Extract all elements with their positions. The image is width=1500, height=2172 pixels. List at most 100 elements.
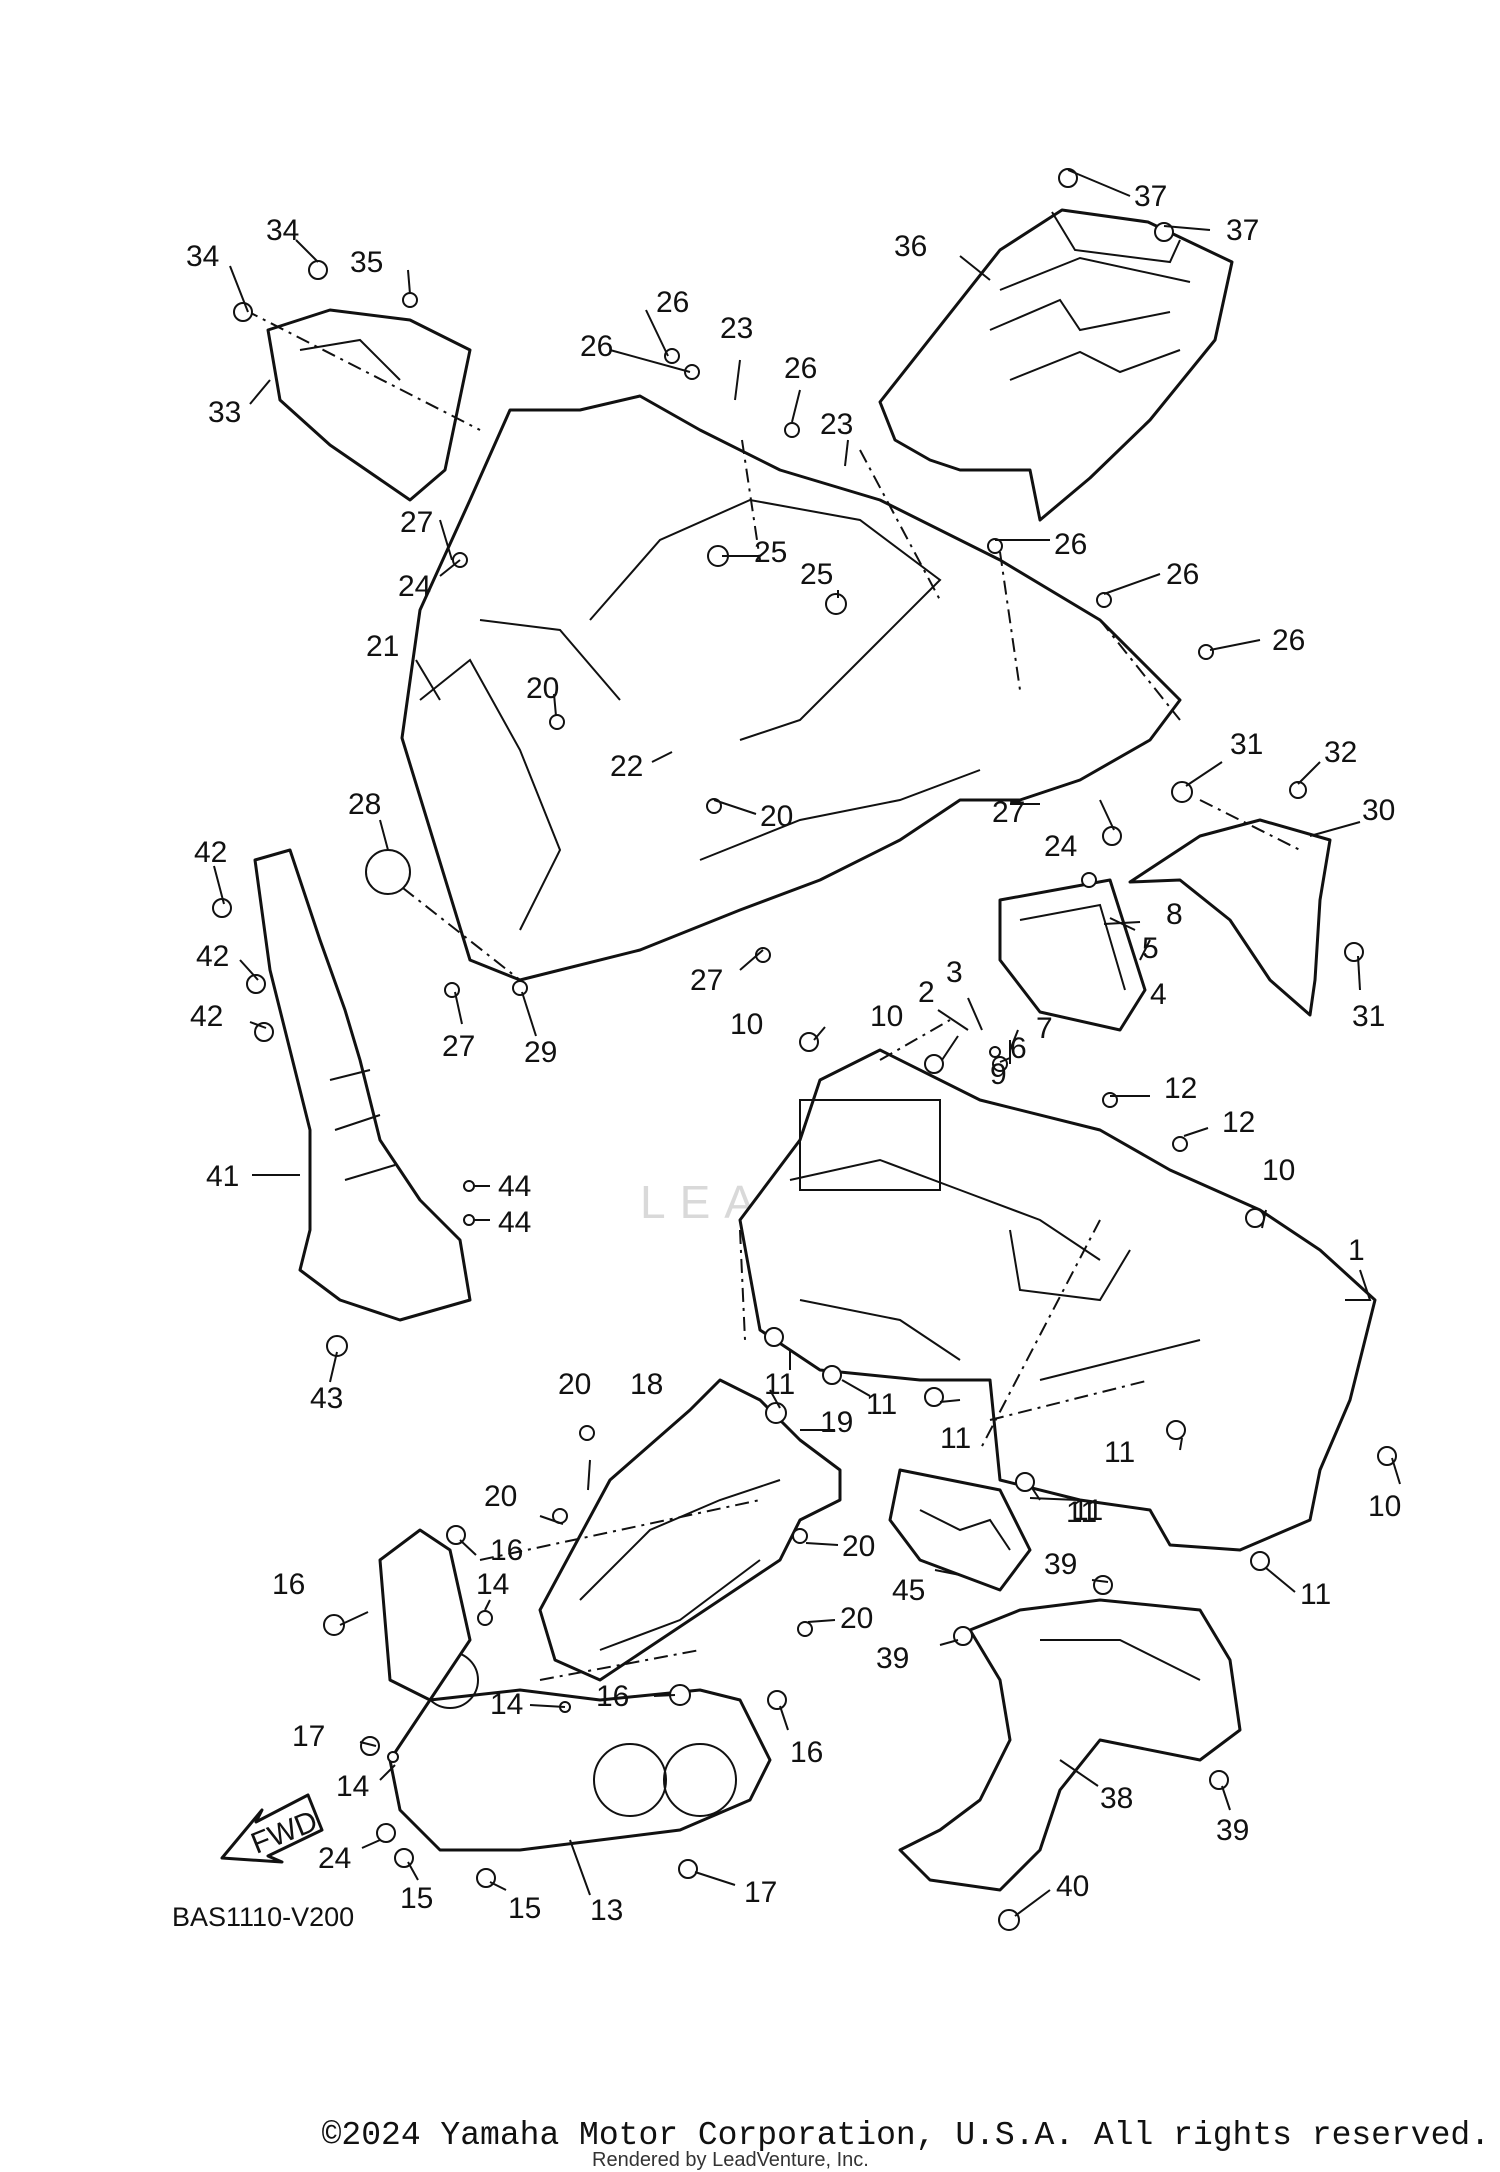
callout-30: 30 (1362, 794, 1395, 827)
callout-15a: 15 (400, 1882, 433, 1915)
callout-14c: 14 (336, 1770, 369, 1803)
callout-20b: 20 (760, 800, 793, 833)
callout-20e: 20 (842, 1530, 875, 1563)
callout-24b: 24 (1044, 830, 1077, 863)
callout-42a: 42 (194, 836, 227, 869)
callout-44b: 44 (498, 1206, 531, 1239)
callout-24a: 24 (398, 570, 431, 603)
part-38-shape (898, 1598, 1242, 1892)
callout-19: 19 (820, 1406, 853, 1439)
callout-1: 1 (1348, 1234, 1365, 1267)
callout-11a: 11 (764, 1368, 795, 1401)
callout-39c: 39 (1216, 1814, 1249, 1847)
callout-42b: 42 (196, 940, 229, 973)
callout-38: 38 (1100, 1782, 1133, 1815)
callout-leaders (213, 169, 1401, 1917)
callout-44a: 44 (498, 1170, 531, 1203)
callout-14b: 14 (490, 1688, 523, 1721)
callout-26f: 26 (1272, 624, 1305, 657)
callout-32: 32 (1324, 736, 1357, 769)
callout-15b: 15 (508, 1892, 541, 1925)
callout-2: 2 (918, 976, 935, 1009)
callout-18: 18 (630, 1368, 663, 1401)
callout-8: 8 (1166, 898, 1183, 931)
callout-26c: 26 (784, 352, 817, 385)
callout-31a: 31 (1230, 728, 1263, 761)
callout-17b: 17 (744, 1876, 777, 1909)
part-18-shape (538, 1378, 842, 1682)
callout-11g: 11 (1072, 1494, 1103, 1527)
callout-10b: 10 (870, 1000, 903, 1033)
callout-11f: 11 (1300, 1578, 1331, 1611)
callout-40: 40 (1056, 1870, 1089, 1903)
callout-26b: 26 (580, 330, 613, 363)
callout-35: 35 (350, 246, 383, 279)
callout-16c: 16 (596, 1680, 629, 1713)
callout-26e: 26 (1166, 558, 1199, 591)
callout-39b: 39 (876, 1642, 909, 1675)
callout-13: 13 (590, 1894, 623, 1927)
callout-20a: 20 (526, 672, 559, 705)
callout-23b: 23 (820, 408, 853, 441)
callout-33: 33 (208, 396, 241, 429)
callout-26d: 26 (1054, 528, 1087, 561)
part-33-shape (266, 308, 472, 502)
part-21-shape (400, 394, 1182, 982)
callout-29: 29 (524, 1036, 557, 1069)
callout-16d: 16 (790, 1736, 823, 1769)
part-30-shape (1128, 818, 1332, 1017)
callout-41: 41 (206, 1160, 239, 1193)
callout-27b: 27 (992, 796, 1025, 829)
callout-24c: 24 (318, 1842, 351, 1875)
callout-22: 22 (610, 750, 643, 783)
callout-4: 4 (1150, 978, 1167, 1011)
part-36-shape (878, 208, 1234, 522)
callout-20c: 20 (558, 1368, 591, 1401)
callout-12a: 12 (1164, 1072, 1197, 1105)
callout-11e: 11 (1066, 1496, 1097, 1529)
callout-14a: 14 (476, 1568, 509, 1601)
callout-39a: 39 (1044, 1548, 1077, 1581)
part-41-shape (253, 848, 472, 1322)
callout-27a: 27 (400, 506, 433, 539)
callout-28: 28 (348, 788, 381, 821)
callout-16a: 16 (272, 1568, 305, 1601)
callout-11b: 11 (866, 1388, 897, 1421)
callout-5: 5 (1142, 932, 1159, 965)
callout-26a: 26 (656, 286, 689, 319)
callout-27c: 27 (690, 964, 723, 997)
callout-34b: 34 (266, 214, 299, 247)
callout-36: 36 (894, 230, 927, 263)
callout-37b: 37 (1226, 214, 1259, 247)
callout-25a: 25 (754, 536, 787, 569)
callout-20f: 20 (840, 1602, 873, 1635)
callout-37a: 37 (1134, 180, 1167, 213)
callout-17a: 17 (292, 1720, 325, 1753)
callout-7: 7 (1036, 1012, 1053, 1045)
callout-10d: 10 (1368, 1490, 1401, 1523)
diagram-code: BAS1110-V200 (172, 1902, 355, 1932)
callout-27d: 27 (442, 1030, 475, 1063)
callout-42c: 42 (190, 1000, 223, 1033)
callout-23a: 23 (720, 312, 753, 345)
callout-31b: 31 (1352, 1000, 1385, 1033)
callout-11c: 11 (940, 1422, 971, 1455)
part-13-shape (378, 1528, 772, 1852)
callout-34a: 34 (186, 240, 219, 273)
callout-21: 21 (366, 630, 399, 663)
callout-11d: 11 (1104, 1436, 1135, 1469)
callout-3: 3 (946, 956, 963, 989)
callout-9: 9 (990, 1058, 1007, 1091)
callout-numbers: 1 2 3 4 5 6 7 8 9 10 10 10 10 11 11 11 1… (186, 180, 1401, 1927)
callout-12b: 12 (1222, 1106, 1255, 1139)
footer-copyright: ©2024 Yamaha Motor Corporation, U.S.A. A… (321, 2117, 1490, 2154)
callout-6: 6 (1010, 1032, 1027, 1065)
callout-43: 43 (310, 1382, 343, 1415)
callout-20d: 20 (484, 1480, 517, 1513)
part-45-shape (888, 1468, 1032, 1592)
footer-rendered-by: Rendered by LeadVenture, Inc. (592, 2149, 869, 2171)
callout-45: 45 (892, 1574, 925, 1607)
part-4-shape (998, 878, 1147, 1032)
callout-16b: 16 (490, 1534, 523, 1567)
